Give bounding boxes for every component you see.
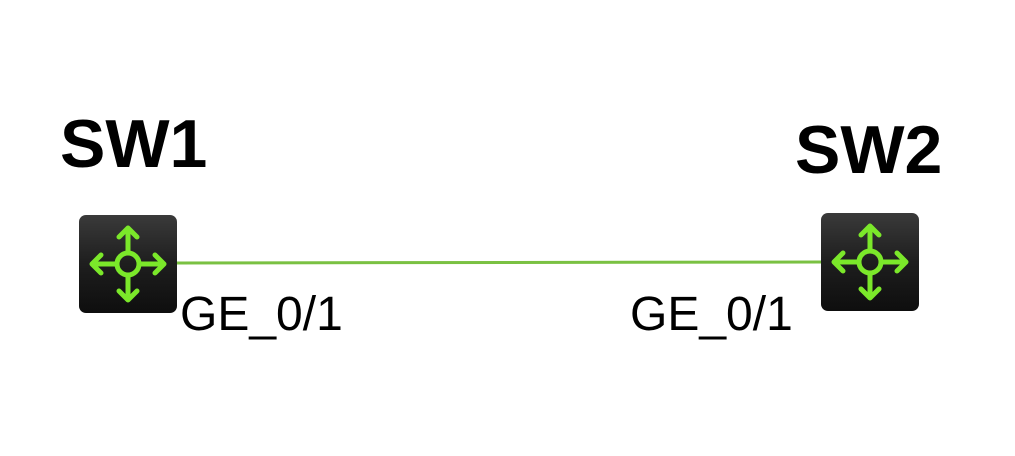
node-label-sw2: SW2 xyxy=(795,112,943,188)
node-label-sw1: SW1 xyxy=(60,106,208,182)
port-label-sw2: GE_0/1 xyxy=(630,288,793,341)
device-sw2[interactable] xyxy=(821,213,919,311)
device-sw1[interactable] xyxy=(79,215,177,313)
layer3-switch-icon xyxy=(79,215,177,313)
port-label-sw1: GE_0/1 xyxy=(180,288,343,341)
link-sw1-sw2[interactable] xyxy=(176,260,822,265)
layer3-switch-icon xyxy=(821,213,919,311)
